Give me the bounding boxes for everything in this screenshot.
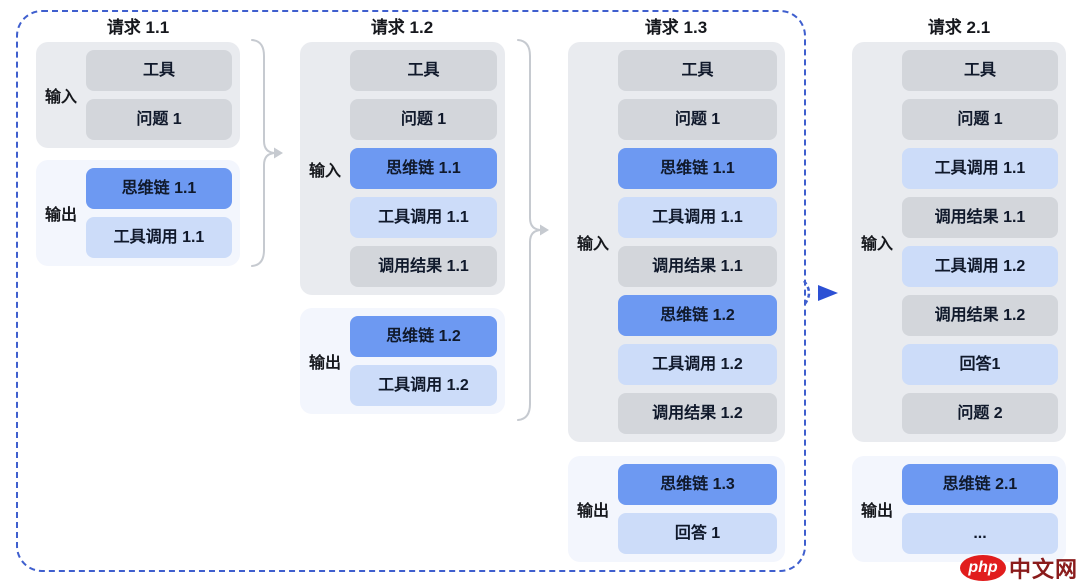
token-box: 工具 (902, 50, 1058, 91)
request-title-2-1: 请求 2.1 (927, 18, 991, 37)
token-box: 问题 1 (902, 99, 1058, 140)
input-box-stack: 工具 问题 1 (86, 42, 240, 148)
input-label: 输入 (44, 89, 77, 106)
input-box-stack: 工具 问题 1 工具调用 1.1 调用结果 1.1 工具调用 1.2 调用结果 … (902, 42, 1066, 442)
output-box-stack: 思维链 1.2 工具调用 1.2 (350, 308, 505, 414)
token-box: 调用结果 1.1 (902, 197, 1058, 238)
request-1-1-output-panel: 输出 思维链 1.1 工具调用 1.1 (36, 160, 240, 266)
output-label: 输出 (860, 503, 893, 520)
token-box: 工具 (350, 50, 497, 91)
request-1-2-output-panel: 输出 思维链 1.2 工具调用 1.2 (300, 308, 505, 414)
input-label: 输入 (860, 236, 893, 253)
request-1-3-input-panel: 输入 工具 问题 1 思维链 1.1 工具调用 1.1 调用结果 1.1 思维链… (568, 42, 785, 442)
request-1-2-input-panel: 输入 工具 问题 1 思维链 1.1 工具调用 1.1 调用结果 1.1 (300, 42, 505, 295)
token-box: 工具调用 1.1 (86, 217, 232, 258)
token-box: 工具调用 1.1 (902, 148, 1058, 189)
token-box: 工具调用 1.2 (350, 365, 497, 406)
token-box: 思维链 1.1 (618, 148, 777, 189)
token-box: 思维链 1.3 (618, 464, 777, 505)
watermark-site-text: 中文网 (1008, 557, 1078, 582)
token-box: 工具调用 1.1 (618, 197, 777, 238)
token-box: 工具调用 1.2 (618, 344, 777, 385)
input-box-stack: 工具 问题 1 思维链 1.1 工具调用 1.1 调用结果 1.1 (350, 42, 505, 295)
output-label: 输出 (576, 503, 609, 520)
token-box: 问题 1 (86, 99, 232, 140)
token-box: 思维链 1.1 (86, 168, 232, 209)
token-box: 问题 1 (618, 99, 777, 140)
watermark: php 中文网 (959, 552, 1078, 584)
input-label: 输入 (576, 236, 609, 253)
request-1-1-input-panel: 输入 工具 问题 1 (36, 42, 240, 148)
php-logo-icon: php (959, 555, 1006, 581)
token-box: 工具调用 1.1 (350, 197, 497, 238)
token-box: 思维链 2.1 (902, 464, 1058, 505)
token-box: 调用结果 1.1 (618, 246, 777, 287)
token-box: 思维链 1.2 (618, 295, 777, 336)
next-request-arrow-icon (803, 280, 838, 306)
merge-bracket-icon (517, 39, 549, 421)
token-box: 思维链 1.2 (350, 316, 497, 357)
request-title-1-1: 请求 1.1 (106, 18, 170, 37)
request-2-1-output-panel: 输出 思维链 2.1 ... (852, 456, 1066, 562)
request-2-1-input-panel: 输入 工具 问题 1 工具调用 1.1 调用结果 1.1 工具调用 1.2 调用… (852, 42, 1066, 442)
token-box: 调用结果 1.2 (902, 295, 1058, 336)
token-box: 调用结果 1.1 (350, 246, 497, 287)
input-box-stack: 工具 问题 1 思维链 1.1 工具调用 1.1 调用结果 1.1 思维链 1.… (618, 42, 785, 442)
dashed-boundary-box (16, 10, 806, 572)
request-title-1-2: 请求 1.2 (370, 18, 434, 37)
token-box: 思维链 1.1 (350, 148, 497, 189)
token-box: 调用结果 1.2 (618, 393, 777, 434)
output-box-stack: 思维链 1.3 回答 1 (618, 456, 785, 562)
request-1-3-output-panel: 输出 思维链 1.3 回答 1 (568, 456, 785, 562)
token-box: 回答 1 (618, 513, 777, 554)
output-box-stack: 思维链 2.1 ... (902, 456, 1066, 562)
output-label: 输出 (44, 207, 77, 224)
token-box: 问题 2 (902, 393, 1058, 434)
token-box: 回答1 (902, 344, 1058, 385)
merge-bracket-icon (251, 39, 283, 267)
token-box: 工具 (618, 50, 777, 91)
output-box-stack: 思维链 1.1 工具调用 1.1 (86, 160, 240, 266)
request-title-1-3: 请求 1.3 (644, 18, 708, 37)
token-box: 问题 1 (350, 99, 497, 140)
token-box: 工具调用 1.2 (902, 246, 1058, 287)
input-label: 输入 (308, 162, 341, 180)
output-label: 输出 (308, 355, 341, 372)
token-box: ... (902, 513, 1058, 554)
token-box: 工具 (86, 50, 232, 91)
